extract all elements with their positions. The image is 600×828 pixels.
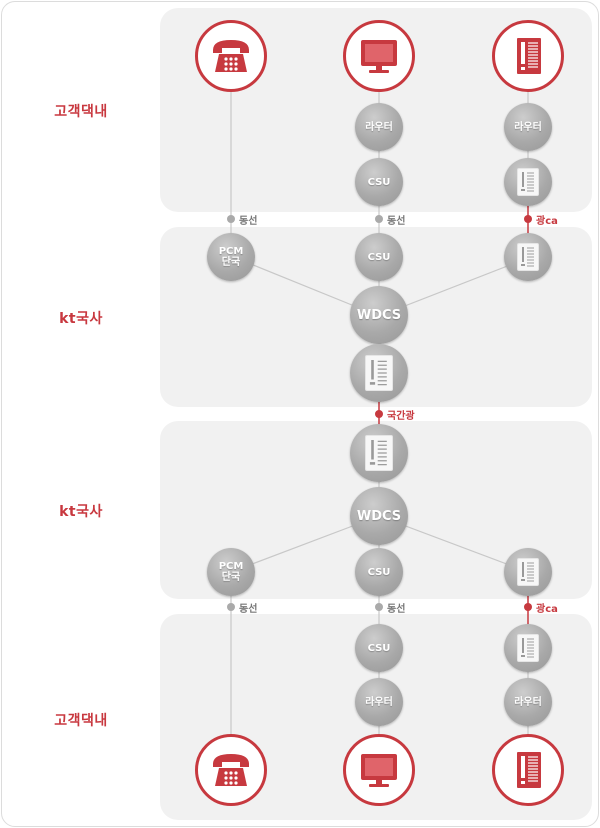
section-label-kt-office-2: kt국사 [59,504,103,520]
pcm-node-office-1: PCM 단국 [207,233,255,281]
section-label-customer-bottom: 고객댁내 [54,713,108,729]
wdcs-label: WDCS [356,508,402,524]
fiber-unit-node-bottom-right [504,624,552,672]
fiber-equipment-icon [517,168,539,196]
csu-node-top-center: CSU [355,158,403,206]
fiber-unit-node-office-2-top [350,424,408,482]
copper-dot-top-center [375,215,383,223]
copper-dot-top-left [227,215,235,223]
monitor-device-bottom [343,734,415,806]
monitor-icon [361,754,397,787]
copper-label-bottom-center: 동선 [387,604,406,615]
fiber-ca-label-top: 광ca [536,216,558,227]
csu-node-office-1: CSU [355,233,403,281]
router-label: 라우터 [365,121,393,133]
section-label-customer-top: 고객댁내 [54,104,108,120]
fiber-equipment-icon [517,752,541,788]
copper-dot-bottom-left [227,603,235,611]
fiber-unit-node-office-2 [504,548,552,596]
copper-label-top-left: 동선 [239,216,258,227]
copper-label-top-center: 동선 [387,216,406,227]
wdcs-node-office-2: WDCS [350,487,408,545]
fiber-ca-label-bottom: 광ca [536,604,558,615]
fiber-ca-dot-bottom [524,603,532,611]
telephone-device-bottom [195,734,267,806]
inter-office-fiber-label: 국간광 [387,411,415,422]
csu-node-bottom-center: CSU [355,624,403,672]
csu-label: CSU [367,566,391,578]
router-node-top-right: 라우터 [504,103,552,151]
router-label: 라우터 [514,121,542,133]
fiber-device-bottom [492,734,564,806]
pcm-label-line2: 단국 [221,257,241,268]
wdcs-label: WDCS [356,307,402,323]
wdcs-node-office-1: WDCS [350,286,408,344]
pcm-node-office-2: PCM 단국 [207,548,255,596]
section-label-kt-office-1: kt국사 [59,311,103,327]
inter-office-fiber-dot [375,410,383,418]
fiber-device-top [492,20,564,92]
fiber-equipment-icon [517,558,539,586]
fiber-ca-dot-top [524,215,532,223]
fiber-equipment-icon [517,38,541,74]
router-label: 라우터 [365,696,393,708]
router-node-bottom-center: 라우터 [355,678,403,726]
pcm-label-line2: 단국 [221,572,241,583]
csu-label: CSU [367,176,391,188]
fiber-equipment-icon [517,634,539,662]
telephone-icon [213,754,249,786]
fiber-unit-node-office-1-bottom [350,344,408,402]
fiber-unit-node-top-right [504,158,552,206]
csu-label: CSU [367,642,391,654]
telephone-icon [213,40,249,72]
pcm-label-line1: PCM [218,561,244,572]
copper-dot-bottom-center [375,603,383,611]
telephone-device-top [195,20,267,92]
fiber-unit-node-office-1 [504,233,552,281]
pcm-label-line1: PCM [218,246,244,257]
router-label: 라우터 [514,696,542,708]
fiber-equipment-icon [517,243,539,271]
fiber-equipment-icon [365,435,393,471]
monitor-icon [361,40,397,73]
copper-label-bottom-left: 동선 [239,604,258,615]
csu-label: CSU [367,251,391,263]
fiber-equipment-icon [365,355,393,391]
csu-node-office-2: CSU [355,548,403,596]
router-node-bottom-right: 라우터 [504,678,552,726]
router-node-top-center: 라우터 [355,103,403,151]
monitor-device-top [343,20,415,92]
